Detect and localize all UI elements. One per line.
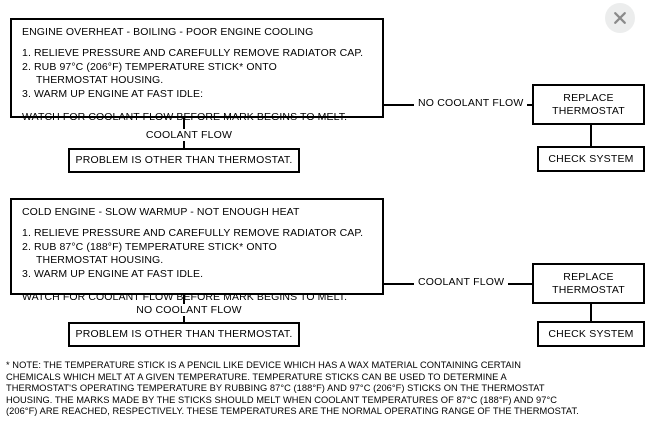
step-continuation: THERMOSTAT HOUSING. [36, 74, 164, 86]
step-number: 1. [22, 227, 31, 239]
step-text: RELIEVE PRESSURE AND CAREFULLY REMOVE RA… [34, 227, 364, 239]
edge-label-coolant-flow-1: COOLANT FLOW [139, 129, 239, 141]
step-number: 1. [22, 47, 31, 59]
connector-down-1a [183, 118, 185, 130]
step-number: 3. [22, 267, 31, 280]
step-continuation: THERMOSTAT HOUSING. [36, 254, 164, 266]
edge-label-no-coolant-flow-1: NO COOLANT FLOW [414, 97, 528, 109]
panel-footer-1: WATCH FOR COOLANT FLOW BEFORE MARK BEGIN… [22, 111, 348, 123]
result-box-replace-thermostat-1: REPLACE THERMOSTAT [532, 84, 645, 125]
step-text: WARM UP ENGINE AT FAST IDLE: [34, 87, 204, 100]
connector-down-2a [183, 295, 185, 305]
connector-down-2b [183, 316, 185, 323]
connector-right-2a [384, 283, 414, 285]
step-item: 2. RUB 97°C (206°F) TEMPERATURE STICK* O… [22, 61, 374, 88]
connector-right-1a [384, 104, 414, 106]
connector-down-1b [183, 141, 185, 149]
step-number: 2. [22, 60, 31, 73]
step-item: 1. RELIEVE PRESSURE AND CAREFULLY REMOVE… [22, 227, 374, 241]
result-box-check-system-2: CHECK SYSTEM [537, 321, 645, 347]
panel-title-1: ENGINE OVERHEAT - BOILING - POOR ENGINE … [22, 26, 314, 38]
panel-title-2: COLD ENGINE - SLOW WARMUP - NOT ENOUGH H… [22, 206, 300, 218]
step-item: 1. RELIEVE PRESSURE AND CAREFULLY REMOVE… [22, 47, 374, 61]
result-box-replace-thermostat-2: REPLACE THERMOSTAT [532, 263, 645, 304]
panel-steps-2: 1. RELIEVE PRESSURE AND CAREFULLY REMOVE… [22, 227, 374, 281]
close-button[interactable] [605, 3, 635, 33]
connector-down-1 [590, 125, 592, 146]
instruction-panel-1: ENGINE OVERHEAT - BOILING - POOR ENGINE … [10, 18, 384, 123]
panel-footer-2: WATCH FOR COOLANT FLOW BEFORE MARK BEGIN… [22, 291, 348, 303]
connector-right-2b [497, 283, 532, 285]
step-text: RUB 87°C (188°F) TEMPERATURE STICK* ONTO [34, 240, 277, 253]
step-number: 3. [22, 87, 31, 100]
step-item: 3. WARM UP ENGINE AT FAST IDLE: [22, 88, 374, 102]
close-icon [614, 12, 626, 24]
step-text: RELIEVE PRESSURE AND CAREFULLY REMOVE RA… [34, 47, 364, 59]
step-number: 2. [22, 240, 31, 253]
instruction-panel-2: COLD ENGINE - SLOW WARMUP - NOT ENOUGH H… [10, 198, 384, 303]
step-item: 2. RUB 87°C (188°F) TEMPERATURE STICK* O… [22, 241, 374, 268]
connector-down-2 [590, 304, 592, 321]
panel-steps-1: 1. RELIEVE PRESSURE AND CAREFULLY REMOVE… [22, 47, 374, 101]
edge-label-coolant-flow-2: COOLANT FLOW [414, 276, 509, 288]
edge-label-no-coolant-flow-2: NO COOLANT FLOW [131, 304, 247, 316]
result-box-check-system-1: CHECK SYSTEM [537, 146, 645, 172]
step-text: RUB 97°C (206°F) TEMPERATURE STICK* ONTO [34, 60, 277, 73]
step-text: WARM UP ENGINE AT FAST IDLE. [34, 267, 204, 280]
step-item: 3. WARM UP ENGINE AT FAST IDLE. [22, 268, 374, 282]
result-box-problem-other-2: PROBLEM IS OTHER THAN THERMOSTAT. [68, 322, 300, 347]
footnote-text: * NOTE: THE TEMPERATURE STICK IS A PENCI… [6, 360, 579, 417]
result-box-problem-other-1: PROBLEM IS OTHER THAN THERMOSTAT. [68, 148, 300, 173]
